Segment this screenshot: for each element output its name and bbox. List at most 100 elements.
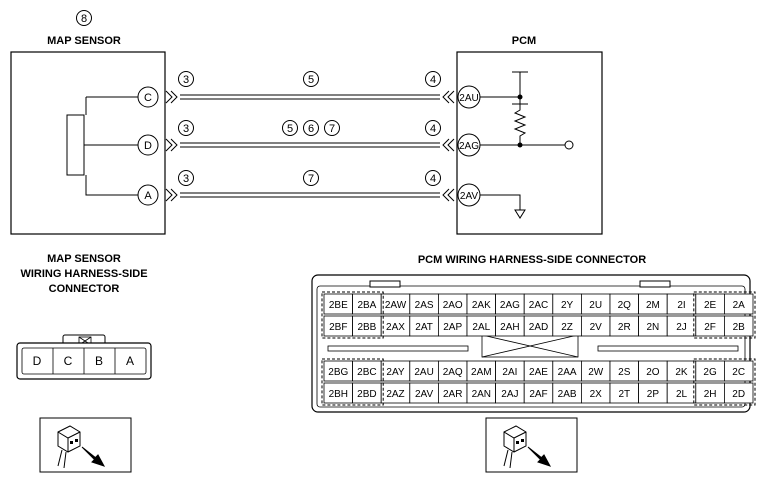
pcm-pin-cell <box>724 382 754 404</box>
pcm-pin-label: 2BE <box>329 300 348 311</box>
pcm-pin-2ag: 2AG <box>457 133 481 157</box>
pcm-pin-2au: 2AU <box>457 85 481 109</box>
pcm-pin-label: 2G <box>703 367 717 378</box>
pcm-pin-label: 2AZ <box>386 389 404 400</box>
pcm-shield-group <box>693 291 756 339</box>
wires <box>180 94 440 198</box>
pcm-pin-label: 2AW <box>385 300 407 311</box>
pcm-pin-label: 2AU <box>414 367 433 378</box>
map-connector-pin-b: B <box>95 354 103 368</box>
pcm-pin-label: 2V <box>590 322 603 333</box>
pcm-pin-label: 2AP <box>443 322 462 333</box>
pcm-pin-label: 2BH <box>329 389 348 400</box>
right-marker-1: 4 <box>425 71 441 87</box>
map-connector-title-2: WIRING HARNESS-SIDE <box>20 268 147 280</box>
pcm-pin-label: 2BC <box>357 367 376 378</box>
pcm-pin-label: 2N <box>647 322 660 333</box>
wire-marker-bot-7: 7 <box>303 170 319 186</box>
pcm-pin-label: 2AA <box>558 367 577 378</box>
pcm-pin-label: 2AV <box>415 389 433 400</box>
pcm-separator-bars <box>327 345 739 352</box>
pcm-pin-label: 2Z <box>561 322 573 333</box>
left-marker-1: 3 <box>178 71 194 87</box>
svg-text:5: 5 <box>308 74 314 86</box>
pcm-pin-label: 2Y <box>561 300 574 311</box>
map-sensor-title: MAP SENSOR <box>47 35 121 47</box>
svg-text:A: A <box>144 190 152 202</box>
wire-marker-mid-5: 5 <box>282 120 298 136</box>
pcm-pin-label: 2C <box>732 367 745 378</box>
pcm-pin-label: 2AT <box>415 322 433 333</box>
svg-text:3: 3 <box>183 74 189 86</box>
sensor-pin-d: D <box>137 134 159 156</box>
pcm-connector-latch <box>481 334 579 358</box>
pcm-pin-label: 2X <box>590 389 603 400</box>
probe-connector-icon <box>39 417 132 473</box>
wire-marker-top-5: 5 <box>303 71 319 87</box>
pcm-pin-label: 2AS <box>415 300 434 311</box>
svg-text:3: 3 <box>183 123 189 135</box>
right-marker-3: 4 <box>425 170 441 186</box>
map-connector-pin-a: A <box>126 354 134 368</box>
pcm-pin-label: 2AE <box>529 367 548 378</box>
svg-text:2AU: 2AU <box>459 93 478 104</box>
svg-text:5: 5 <box>287 123 293 135</box>
svg-text:4: 4 <box>430 74 436 86</box>
pcm-pin-label: 2BD <box>357 389 376 400</box>
pcm-pin-label: 2R <box>618 322 631 333</box>
pcm-pin-label: 2AB <box>558 389 577 400</box>
svg-text:4: 4 <box>430 173 436 185</box>
sensor-element <box>66 114 85 176</box>
sensor-pin-c: C <box>137 86 159 108</box>
pcm-pin-label: 2AM <box>471 367 492 378</box>
pcm-pin-label: 2AH <box>500 322 519 333</box>
pcm-pin-label: 2H <box>704 389 717 400</box>
pcm-pin-label: 2L <box>676 389 688 400</box>
pcm-shield-group <box>321 291 384 339</box>
pcm-pin-label: 2Q <box>618 300 632 311</box>
left-marker-2: 3 <box>178 120 194 136</box>
pcm-pin-label: 2U <box>589 300 602 311</box>
pcm-pin-label: 2D <box>732 389 745 400</box>
map-sensor-number-marker: 8 <box>76 10 92 26</box>
map-connector-pin-d: D <box>33 354 42 368</box>
pcm-pin-label: 2I <box>677 300 685 311</box>
svg-text:4: 4 <box>430 123 436 135</box>
pcm-pin-label: 2AY <box>386 367 404 378</box>
right-marker-2: 4 <box>425 120 441 136</box>
svg-text:2AV: 2AV <box>460 191 478 202</box>
svg-text:D: D <box>144 140 152 152</box>
pcm-pin-label: 2AC <box>529 300 548 311</box>
pcm-title: PCM <box>512 35 536 47</box>
pcm-pin-label: 2T <box>618 389 630 400</box>
pcm-pin-label: 2BB <box>357 322 376 333</box>
pcm-pin-label: 2F <box>704 322 716 333</box>
pcm-pin-label: 2AX <box>386 322 405 333</box>
pcm-pin-label: 2M <box>646 300 660 311</box>
pcm-pin-label: 2AR <box>443 389 462 400</box>
svg-text:2AG: 2AG <box>459 141 479 152</box>
pcm-pin-label: 2S <box>618 367 631 378</box>
pcm-pin-label: 2P <box>647 389 660 400</box>
connector-chevrons <box>165 90 455 202</box>
pcm-pin-label: 2BF <box>329 322 347 333</box>
pcm-junction-dots <box>517 94 523 148</box>
pcm-pin-label: 2AO <box>443 300 463 311</box>
pcm-pin-label: 2W <box>588 367 604 378</box>
pcm-pin-label: 2E <box>704 300 717 311</box>
pcm-pin-cell <box>724 315 754 337</box>
pcm-pin-label: 2AD <box>529 322 548 333</box>
pcm-box <box>456 51 603 235</box>
left-marker-3: 3 <box>178 170 194 186</box>
map-sensor-box <box>10 51 166 235</box>
pcm-pin-label: 2AI <box>502 367 517 378</box>
svg-text:7: 7 <box>308 173 314 185</box>
wire-marker-mid-6: 6 <box>303 120 319 136</box>
pcm-pin-label: 2B <box>733 322 746 333</box>
pcm-connector-housing <box>311 274 751 413</box>
wire-marker-mid-7: 7 <box>324 120 340 136</box>
svg-text:C: C <box>144 92 152 104</box>
pcm-pin-label: 2J <box>676 322 687 333</box>
